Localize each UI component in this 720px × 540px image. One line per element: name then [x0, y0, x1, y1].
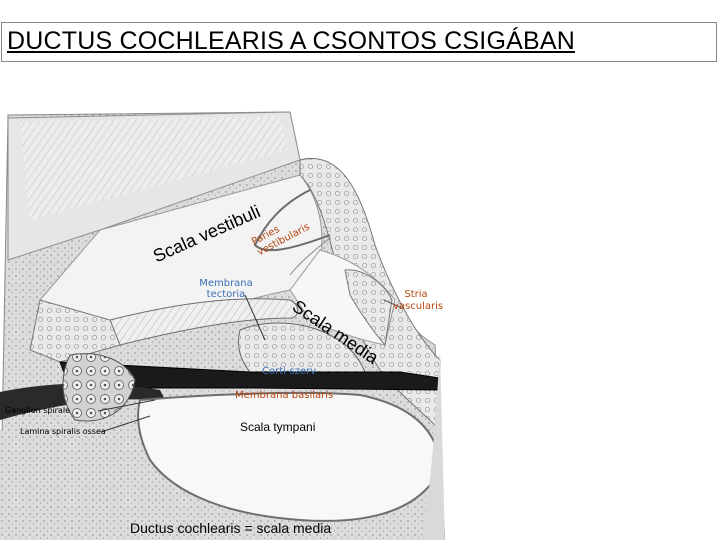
label-lamina-spiralis-ossea: Lamina spiralis ossea — [20, 427, 106, 436]
label-membrana-basilaris: Membrana basilaris — [235, 390, 334, 401]
label-ganglion-spirale: Ganglion spirale — [5, 406, 71, 415]
organ-of-corti — [237, 322, 366, 373]
tectorial-membrane — [109, 298, 299, 346]
page-title: DUCTUS COCHLEARIS A CSONTOS CSIGÁBAN — [7, 27, 575, 55]
ganglion-spirale-region — [62, 353, 136, 422]
title-box: DUCTUS COCHLEARIS A CSONTOS CSIGÁBAN — [1, 22, 717, 62]
label-corti-szerv: Corti-szerv — [262, 366, 317, 377]
reissner-membrane — [253, 189, 331, 252]
caption: Ductus cochlearis = scala media — [130, 520, 332, 536]
scala-tympani-space — [137, 391, 442, 522]
stria-vascularis-tissue — [344, 269, 393, 347]
label-membrana-tectoria: Membrana tectoria — [199, 278, 253, 300]
label-stria-vascularis: Stria vascularis — [393, 289, 444, 312]
label-scala-tympani: Scala tympani — [240, 420, 316, 434]
